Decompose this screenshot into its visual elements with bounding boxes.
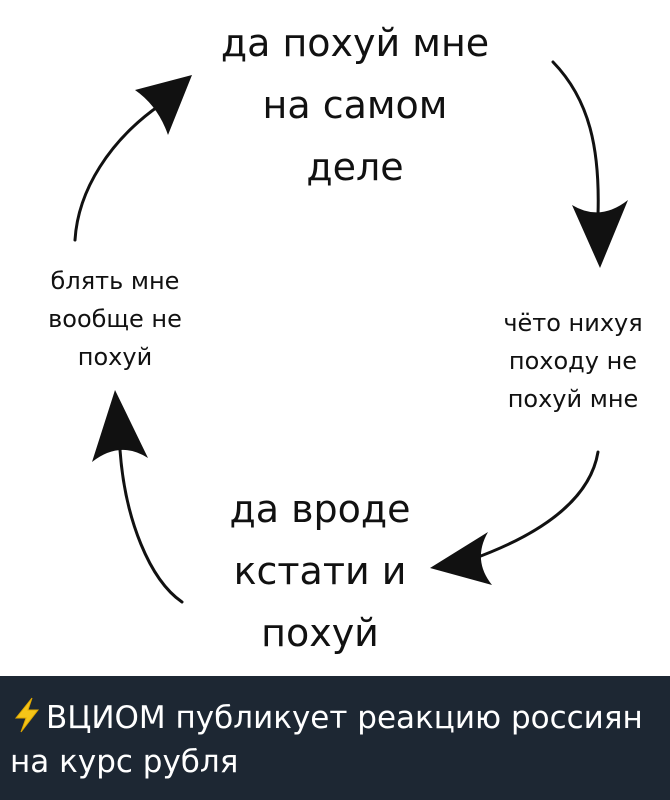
- caption-line: ВЦИОМ публикует реакцию россиян на курс …: [10, 696, 654, 784]
- cycle-label-top: да похуй мне на самом деле: [220, 21, 490, 189]
- caption-bar: ВЦИОМ публикует реакцию россиян на курс …: [0, 676, 670, 800]
- cycle-label-right: чёто нихуя походу не похуй мне: [503, 309, 643, 413]
- meme-image: да похуй мне на самом деле чёто нихуя по…: [48, 21, 643, 655]
- arrow-top-right: [551, 60, 628, 268]
- arrow-bottom-left: [92, 390, 184, 604]
- arrow-top-left: [73, 75, 192, 242]
- caption-text: ВЦИОМ публикует реакцию россиян на курс …: [10, 700, 643, 780]
- cycle-label-bottom: да вроде кстати и похуй: [229, 487, 411, 655]
- cycle-label-left: блять мне вообще не похуй: [48, 267, 182, 371]
- lightning-bolt-icon: [14, 697, 40, 733]
- cycle-arrows: [73, 60, 628, 604]
- arrow-bottom-right: [430, 450, 600, 585]
